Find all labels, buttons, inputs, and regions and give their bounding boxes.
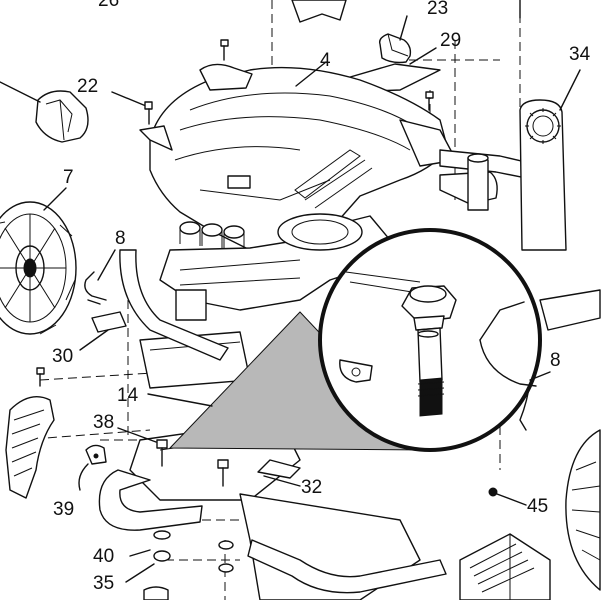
- small-plate-part: [79, 311, 127, 351]
- callout-39: 39: [53, 499, 74, 520]
- callout-7: 7: [63, 167, 74, 188]
- detail-magnifier: [318, 228, 542, 452]
- callout-32: 32: [301, 477, 322, 498]
- callout-30: 30: [52, 346, 73, 367]
- callout-35: 35: [93, 573, 114, 594]
- grip-part: [5, 367, 55, 499]
- callout-38: 38: [93, 412, 114, 433]
- clip-left-part: [84, 249, 116, 305]
- callout-29: 29: [440, 30, 461, 51]
- callout-labels: 26 23 29 4 34 22 7 8 8 30 14 38 39 32 45…: [52, 0, 591, 594]
- knob-part: [378, 33, 412, 64]
- wheel-left-part: [0, 201, 77, 335]
- callout-45: 45: [527, 496, 548, 517]
- bolt-45-part: [488, 487, 527, 506]
- callout-26: 26: [98, 0, 119, 11]
- small-bolts-top: [220, 0, 521, 111]
- callout-40: 40: [93, 546, 114, 567]
- bolts-mid: [117, 427, 229, 487]
- gear-icon: [525, 108, 561, 144]
- clip-39-part: [78, 444, 107, 491]
- callout-34: 34: [569, 44, 591, 65]
- hex-bolt-detail: [401, 285, 457, 417]
- washers-nuts: [125, 530, 234, 600]
- callout-8-right: 8: [550, 350, 561, 371]
- bag-fragment-part: [291, 0, 347, 23]
- cap-part: [0, 81, 89, 143]
- engine-cups: [179, 221, 245, 248]
- grill-box-part: [459, 533, 551, 600]
- decal-part: [519, 69, 581, 251]
- lower-handle-part: [98, 469, 447, 594]
- callout-22: 22: [77, 76, 98, 97]
- callout-8-left: 8: [115, 228, 126, 249]
- callout-4: 4: [320, 50, 331, 71]
- engine-block-part: [139, 213, 391, 389]
- callout-23: 23: [427, 0, 448, 19]
- wheel-right-part: [565, 429, 601, 591]
- screw-part: [111, 91, 153, 125]
- callout-14: 14: [117, 385, 139, 406]
- leader-lines: [43, 15, 551, 487]
- engine-cover-part: [139, 63, 457, 251]
